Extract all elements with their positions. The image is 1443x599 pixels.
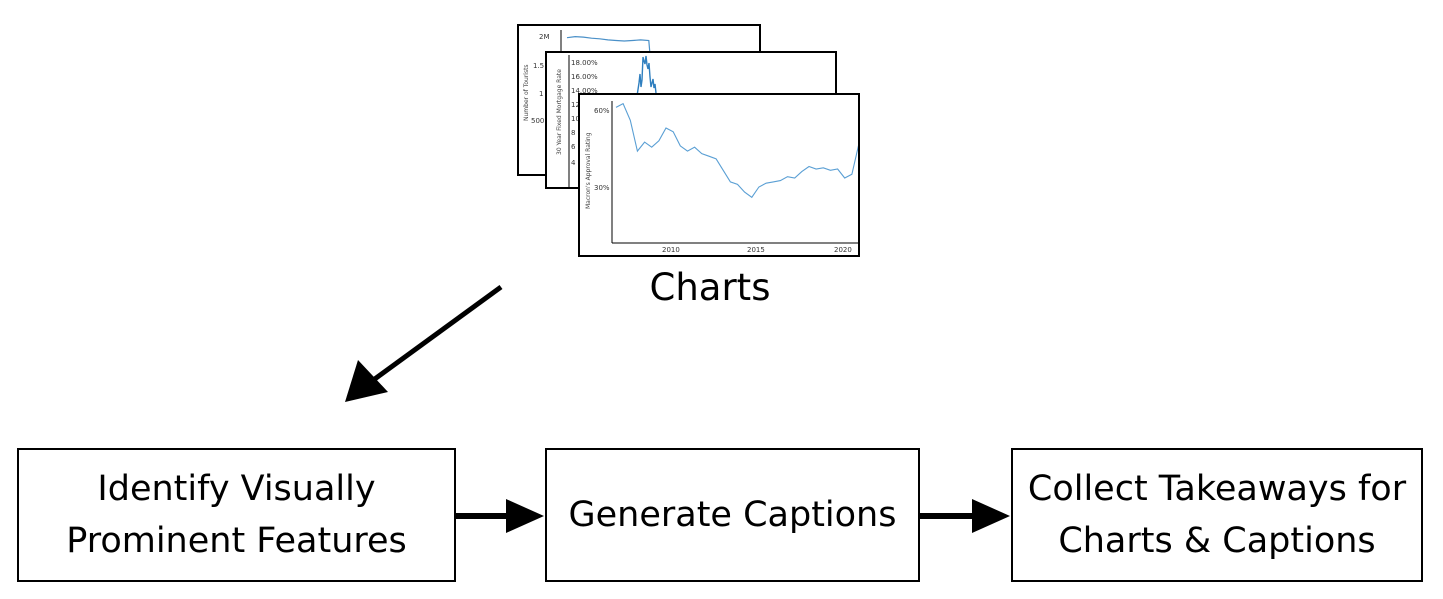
tourists-y-tick: 2M — [539, 33, 550, 41]
approval-chart-svg: 60% 30% 2010 2015 2020 Macron's Approval… — [585, 101, 858, 254]
tourists-y-tick: 500 — [531, 117, 544, 125]
tourists-series-line — [566, 35, 658, 137]
approval-series-line — [615, 102, 858, 199]
step-collect-takeaways-text: Collect Takeaways for Charts & Captions — [1028, 463, 1406, 567]
step-label-line: Collect Takeaways for — [1027, 469, 1407, 509]
mortgage-y-tick: 12 — [571, 101, 580, 109]
step-identify-features-text: Identify Visually Prominent Features — [66, 463, 407, 567]
approval-y-tick: 60% — [594, 107, 610, 115]
step-collect-takeaways-box: Collect Takeaways for Charts & Captions — [1011, 448, 1423, 582]
step-label-line: Charts & Captions — [1058, 521, 1376, 561]
mortgage-chart-svg: 18.00% 16.00% 14.00% 12 10 8 6 4 30 Year… — [556, 55, 658, 187]
approval-y-tick: 30% — [594, 184, 610, 192]
mortgage-y-tick: 10 — [571, 115, 580, 123]
mortgage-y-tick: 8 — [571, 129, 575, 137]
arrow-step1-to-step2 — [456, 499, 544, 533]
approval-x-tick: 2020 — [834, 246, 852, 254]
diagonal-arrow — [345, 284, 503, 402]
tourists-y-axis-label: Number of Tourists — [523, 64, 530, 121]
step-generate-captions-text: Generate Captions — [569, 489, 897, 541]
approval-y-axis-label: Macron's Approval Rating — [585, 132, 592, 209]
mortgage-y-tick: 18.00% — [571, 59, 598, 67]
step-generate-captions-box: Generate Captions — [545, 448, 920, 582]
approval-x-tick: 2010 — [662, 246, 680, 254]
mortgage-y-axis-label: 30 Year Fixed Mortgage Rate — [556, 69, 563, 155]
step-label-line: Identify Visually — [97, 469, 376, 509]
approval-x-tick: 2015 — [747, 246, 765, 254]
step-identify-features-box: Identify Visually Prominent Features — [17, 448, 456, 582]
tourists-y-tick: 1 — [539, 90, 543, 98]
arrow-step2-to-step3 — [920, 499, 1010, 533]
mortgage-y-tick: 6 — [571, 143, 576, 151]
mortgage-y-tick: 4 — [571, 159, 576, 167]
tourists-y-tick: 1.5 — [533, 62, 544, 70]
step-label-line: Prominent Features — [66, 521, 407, 561]
chart-thumbnail-approval: 60% 30% 2010 2015 2020 Macron's Approval… — [578, 93, 860, 257]
mortgage-y-tick: 16.00% — [571, 73, 598, 81]
mortgage-series-line — [636, 55, 658, 98]
step-label-line: Generate Captions — [568, 495, 897, 535]
mortgage-y-tick: 14.00% — [571, 87, 598, 95]
charts-label: Charts — [649, 266, 771, 309]
